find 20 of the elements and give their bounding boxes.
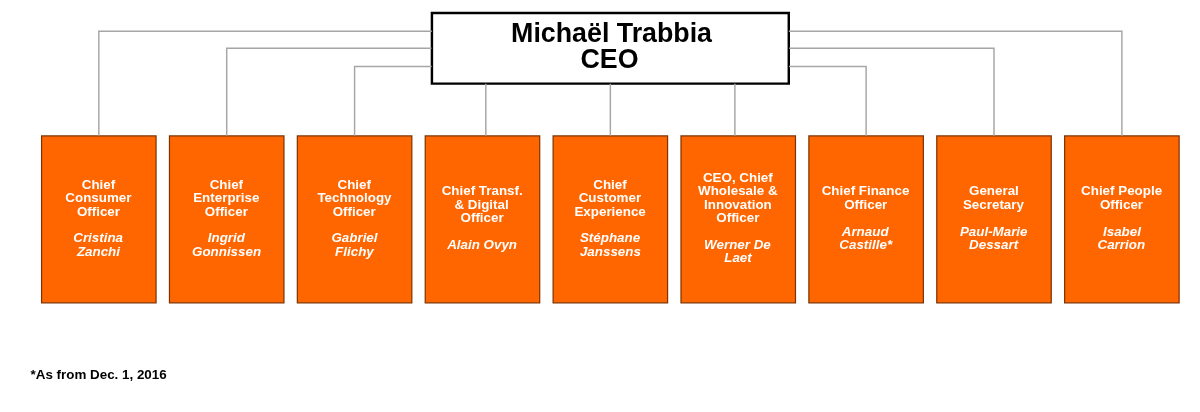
- node-box: Chief Customer Experience Stéphane Janssens: [552, 135, 669, 304]
- node-box: Chief Finance Officer Arnaud Castille*: [808, 135, 924, 304]
- label: *As from Dec. 1, 2016: [30, 367, 167, 383]
- node-box: Chief Transf. & Digital Officer Alain Ovyn: [424, 135, 541, 304]
- connector: [225, 47, 433, 137]
- connector: [788, 30, 1123, 137]
- node-box: General Secretary Paul-Marie Dessart: [936, 135, 1052, 304]
- connector: [609, 83, 612, 137]
- connector: [98, 30, 433, 137]
- node-box: Chief Enterprise Officer Ingrid Gonnissen: [168, 135, 285, 304]
- connector: [788, 65, 867, 137]
- node-box: Chief Consumer Officer Cristina Zanchi: [40, 135, 157, 304]
- node-box: Chief People Officer Isabel Carrion: [1064, 135, 1180, 304]
- connector: [734, 83, 736, 137]
- node-box: Michaël Trabbia CEO: [430, 11, 790, 85]
- node-box: CEO, Chief Wholesale & Innovation Officer Werner De Laet: [680, 135, 797, 304]
- node-box: Chief Technology Officer Gabriel Flichy: [296, 135, 413, 304]
- connector: [353, 65, 433, 137]
- connector: [788, 47, 995, 137]
- connector: [485, 83, 487, 137]
